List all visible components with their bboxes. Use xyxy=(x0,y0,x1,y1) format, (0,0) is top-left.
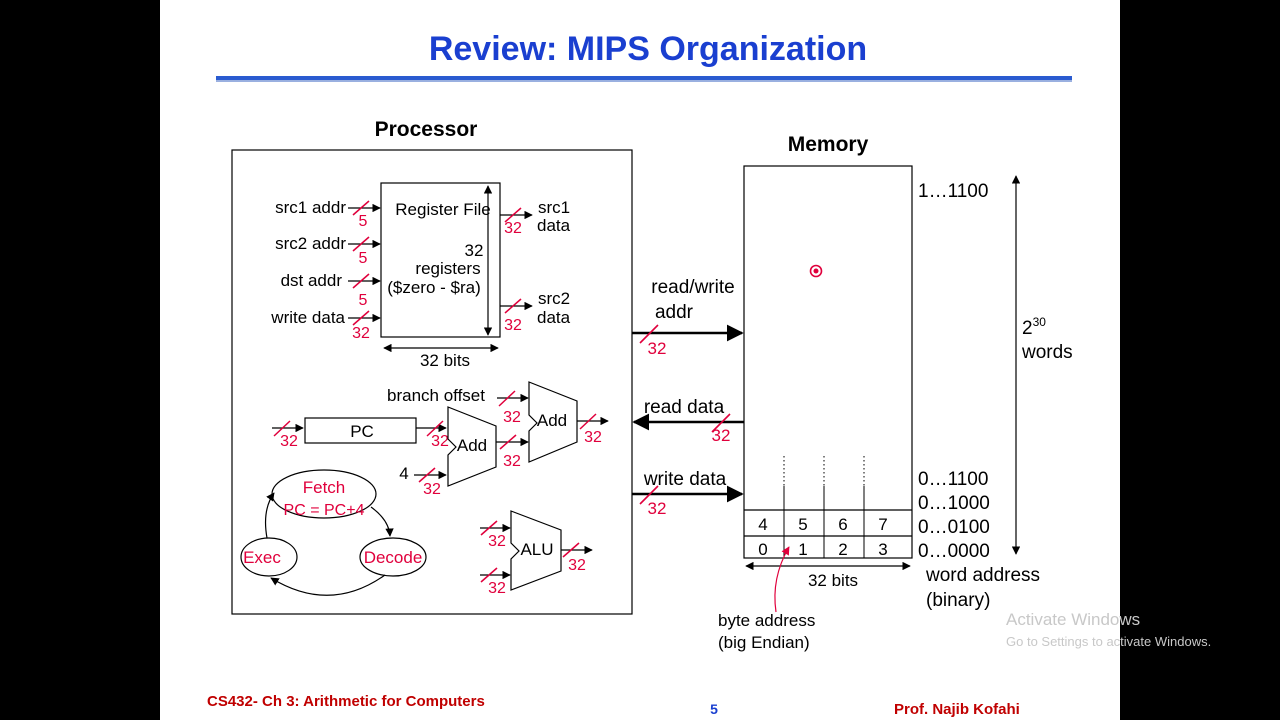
byte-4: 4 xyxy=(758,515,767,534)
register-range: ($zero - $ra) xyxy=(387,278,481,297)
processor-box xyxy=(231,149,633,615)
pc-out-width: 32 xyxy=(431,433,449,450)
src1-data-line1: src1 xyxy=(538,198,570,217)
title-underline-shadow xyxy=(216,80,1072,82)
exec-state xyxy=(240,537,298,577)
memory-heading: Memory xyxy=(788,133,869,156)
processor-heading: Processor xyxy=(375,118,478,141)
word-address-line2: (binary) xyxy=(926,590,990,611)
byte-5: 5 xyxy=(798,515,807,534)
registers-label: registers xyxy=(415,259,480,278)
byte-1: 1 xyxy=(798,540,807,559)
memory-size-power: 230 xyxy=(1022,315,1046,339)
register-file-title: Register File xyxy=(395,200,490,219)
write-data-bus-width: 32 xyxy=(648,499,667,518)
register-output-src2-data: 32 src2 data xyxy=(500,289,571,334)
register-input-src2-addr: src2 addr 5 xyxy=(275,234,381,267)
watermark-subtitle: Go to Settings to activate Windows. xyxy=(1006,634,1212,649)
pointer-dot-center xyxy=(813,268,819,274)
footer-author: Prof. Najib Kofahi xyxy=(894,701,1020,718)
title-underline xyxy=(216,76,1072,80)
src1-data-line2: data xyxy=(537,216,571,235)
alu-output-width: 32 xyxy=(568,557,586,574)
pc-plus-4-adder xyxy=(447,406,497,487)
pointer-dot xyxy=(809,264,823,278)
byte-address-line2: (big Endian) xyxy=(718,633,810,652)
src1-addr-width: 5 xyxy=(359,213,368,230)
alu xyxy=(510,510,562,591)
read-data-label: read data xyxy=(644,397,725,418)
byte-7: 7 xyxy=(878,515,887,534)
src2-data-width: 32 xyxy=(504,317,522,334)
exec-to-fetch-arrow xyxy=(264,492,275,539)
exec-label: Exec xyxy=(243,548,281,567)
byte-address-pointer xyxy=(774,546,790,613)
slide xyxy=(160,0,1120,720)
src2-addr-label: src2 addr xyxy=(275,234,346,253)
fetch-action: PC = PC+4 xyxy=(284,502,365,519)
footer-course: CS432- Ch 3: Arithmetic for Computers xyxy=(207,693,485,710)
write-data-bus-label: write data xyxy=(643,469,727,490)
byte-address-line1: byte address xyxy=(718,611,815,630)
alu-label: ALU xyxy=(520,540,553,559)
rw-addr-line2: addr xyxy=(655,302,694,323)
src2-data-line1: src2 xyxy=(538,289,570,308)
pc-label: PC xyxy=(350,422,374,441)
address-0-1000: 0…1000 xyxy=(918,493,990,514)
fetch-to-decode-arrow xyxy=(370,506,394,537)
four-width: 32 xyxy=(423,481,441,498)
pc-in-width: 32 xyxy=(280,433,298,450)
read-data-bus-width: 32 xyxy=(712,426,731,445)
alu-input-a-width: 32 xyxy=(488,533,506,550)
src1-data-width: 32 xyxy=(504,220,522,237)
src2-data-line2: data xyxy=(537,308,571,327)
address-0-1100: 0…1100 xyxy=(918,469,988,490)
word-address-line1: word address xyxy=(925,565,1040,586)
watermark-title: Activate Windows xyxy=(1006,610,1141,629)
constant-four: 4 xyxy=(399,464,408,483)
address-0-0100: 0…0100 xyxy=(918,517,990,538)
register-input-dst-addr: dst addr 5 xyxy=(281,271,381,309)
register-width-label: 32 bits xyxy=(420,351,470,370)
byte-0: 0 xyxy=(758,540,767,559)
register-output-src1-data: 32 src1 data xyxy=(500,198,571,237)
page-number: 5 xyxy=(710,701,718,717)
branch-adder xyxy=(528,381,578,463)
byte-3: 3 xyxy=(878,540,887,559)
src1-addr-label: src1 addr xyxy=(275,198,346,217)
branch-offset-width: 32 xyxy=(503,409,521,426)
rw-addr-line1: read/write xyxy=(651,277,734,298)
decode-label: Decode xyxy=(364,548,423,567)
address-bus-width: 32 xyxy=(648,339,667,358)
write-data-label: write data xyxy=(270,308,345,327)
slide-title: Review: MIPS Organization xyxy=(429,30,867,68)
branch-offset-label: branch offset xyxy=(387,386,485,405)
adder1-label: Add xyxy=(457,436,487,455)
fetch-label: Fetch xyxy=(303,478,346,497)
memory-box xyxy=(743,165,913,559)
adder2-out-width: 32 xyxy=(584,429,602,446)
alu-input-b-width: 32 xyxy=(488,580,506,597)
src2-addr-width: 5 xyxy=(359,250,368,267)
write-data-width: 32 xyxy=(352,325,370,342)
register-input-write-data: write data 32 xyxy=(270,308,381,342)
memory-size-unit: words xyxy=(1021,342,1073,363)
decode-state xyxy=(359,537,427,577)
adder2-label: Add xyxy=(537,411,567,430)
decode-to-exec-arrow xyxy=(270,574,386,596)
dst-addr-width: 5 xyxy=(359,292,368,309)
adder1-out-width: 32 xyxy=(503,453,521,470)
memory-width-label: 32 bits xyxy=(808,571,858,590)
register-count: 32 xyxy=(465,241,484,260)
address-top: 1…1100 xyxy=(918,181,988,202)
address-0-0000: 0…0000 xyxy=(918,541,990,562)
dst-addr-label: dst addr xyxy=(281,271,343,290)
register-file-box xyxy=(380,182,501,338)
register-input-src1-addr: src1 addr 5 xyxy=(275,198,381,230)
byte-6: 6 xyxy=(838,515,847,534)
byte-2: 2 xyxy=(838,540,847,559)
activation-watermark: Activate Windows Go to Settings to activ… xyxy=(1006,610,1211,649)
pc-register xyxy=(304,417,417,444)
